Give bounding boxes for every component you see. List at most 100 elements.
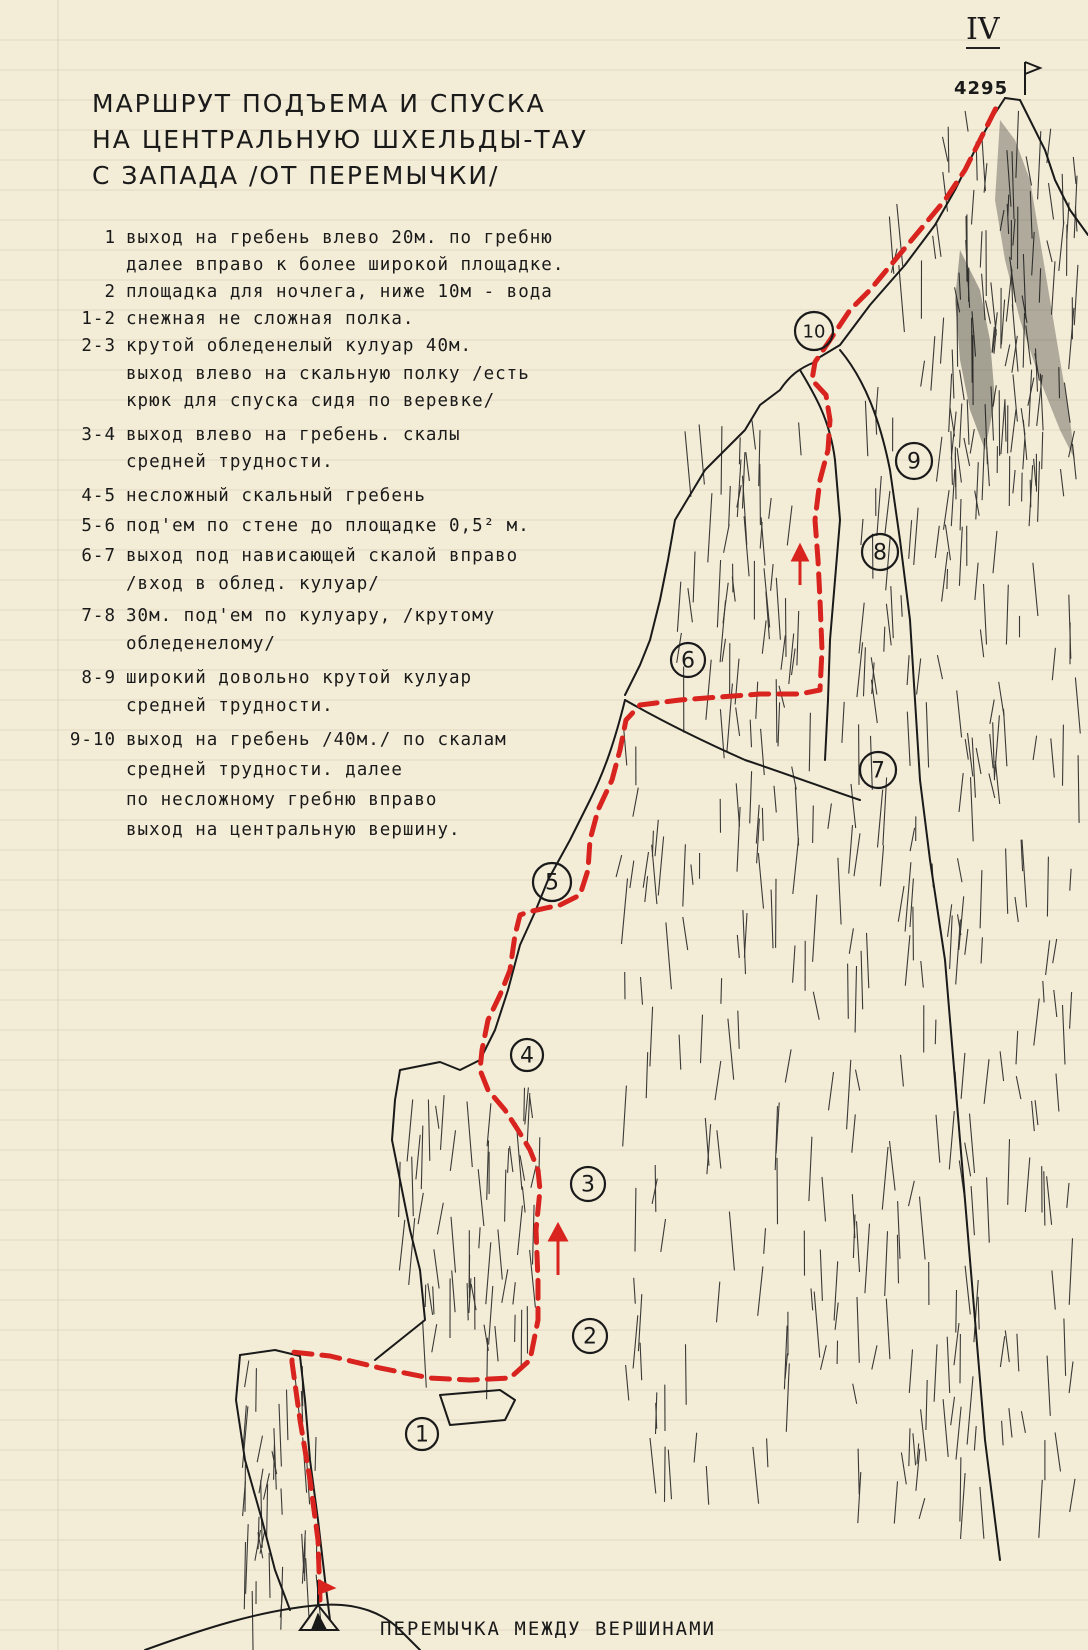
- hatch-stroke: [925, 702, 930, 768]
- hatch-stroke: [1021, 472, 1023, 502]
- hatch-stroke: [1046, 240, 1053, 263]
- legend-text: выход на гребень /40м./ по скалам: [126, 730, 507, 750]
- hatch-stroke: [850, 783, 857, 829]
- hatch-stroke: [784, 598, 787, 657]
- hatch-stroke: [692, 551, 696, 603]
- hatch-stroke: [939, 317, 945, 364]
- hatch-stroke: [970, 1186, 975, 1236]
- hatch-stroke: [1037, 461, 1041, 522]
- hatch-stroke: [1015, 110, 1020, 178]
- waypoint-label: 1: [415, 1423, 429, 1448]
- hatch-stroke: [833, 1261, 839, 1321]
- hatch-stroke: [900, 595, 903, 617]
- hatch-stroke: [864, 1223, 871, 1294]
- hatch-stroke: [959, 1457, 962, 1522]
- hatch-stroke: [773, 785, 777, 813]
- hatch-stroke: [639, 976, 644, 1005]
- route-title: МАРШРУТ ПОДЪЕМА И СПУСКА НА ЦЕНТРАЛЬНУЮ …: [92, 86, 652, 194]
- hatch-stroke: [933, 1344, 938, 1402]
- hatch-stroke: [992, 722, 996, 781]
- hatch-stroke: [678, 1034, 682, 1070]
- hatch-stroke: [1058, 367, 1061, 399]
- hatch-stroke: [736, 484, 742, 508]
- hatch-stroke: [977, 1296, 980, 1330]
- hatch-stroke: [950, 469, 956, 527]
- hatch-stroke: [963, 437, 971, 467]
- hatch-stroke: [876, 475, 882, 537]
- hatch-stroke: [1043, 1171, 1046, 1226]
- hatch-stroke: [888, 216, 895, 274]
- hatch-stroke: [736, 806, 741, 872]
- hatch-stroke: [909, 827, 916, 852]
- hatch-stroke: [931, 863, 934, 888]
- hatch-stroke: [1028, 369, 1033, 427]
- hatch-stroke: [741, 475, 748, 545]
- hatch-stroke: [1069, 868, 1072, 891]
- hatch-stroke: [486, 1140, 490, 1200]
- hatch-stroke: [1005, 848, 1009, 914]
- hatch-stroke: [719, 600, 727, 663]
- hatch-stroke: [798, 422, 802, 456]
- hatch-stroke: [788, 633, 795, 685]
- hatch-stroke: [856, 642, 864, 698]
- hatch-stroke: [1047, 183, 1055, 220]
- hatch-stroke: [1038, 268, 1042, 303]
- hatch-stroke: [639, 1342, 643, 1381]
- hatch-stroke: [969, 777, 974, 842]
- hatch-stroke: [651, 830, 654, 857]
- hatch-stroke: [925, 1379, 928, 1431]
- legend-code: 2-3: [81, 336, 116, 356]
- hatch-stroke: [969, 429, 975, 454]
- hatch-stroke: [1063, 1318, 1067, 1376]
- hatch-stroke: [1011, 335, 1018, 373]
- hatch-stroke: [765, 591, 770, 640]
- hatch-stroke: [420, 1125, 424, 1190]
- hatch-stroke: [707, 493, 713, 563]
- waypoint-marker: 1: [404, 1416, 440, 1452]
- hatch-stroke: [415, 1134, 421, 1180]
- hatch-stroke: [759, 463, 761, 526]
- hatch-stroke: [1031, 1100, 1035, 1132]
- hatch-stroke: [531, 1204, 535, 1265]
- hatch-stroke: [654, 819, 659, 857]
- hatch-stroke: [1033, 458, 1037, 487]
- hatch-stroke: [521, 1186, 526, 1213]
- hatch-stroke: [857, 1448, 860, 1495]
- hatch-stroke: [916, 658, 922, 695]
- hatch-stroke: [869, 735, 873, 790]
- hatch-stroke: [760, 517, 766, 566]
- hatch-stroke: [909, 878, 914, 928]
- hatch-stroke: [950, 411, 957, 460]
- hatch-stroke: [888, 1141, 896, 1191]
- waypoint-label: 4: [520, 1044, 534, 1069]
- col-label: перемычка между вершинами: [380, 1618, 716, 1640]
- hatch-stroke: [862, 647, 866, 697]
- hatch-stroke: [1031, 231, 1035, 276]
- hatch-stroke: [684, 1344, 687, 1405]
- hatch-stroke: [783, 1325, 788, 1390]
- hatch-stroke: [427, 1283, 434, 1315]
- hatch-stroke: [1021, 295, 1028, 323]
- hatch-stroke: [854, 1069, 861, 1091]
- hatch-stroke: [752, 1446, 760, 1504]
- hatch-stroke: [934, 525, 940, 558]
- hatch-stroke: [1014, 896, 1019, 923]
- hatch-stroke: [1004, 344, 1011, 367]
- hatch-stroke: [875, 386, 879, 415]
- legend-text: /вход в облед. кулуар/: [126, 574, 380, 594]
- hatch-stroke: [770, 889, 774, 949]
- hatch-stroke: [965, 216, 968, 282]
- hatch-stroke: [271, 1451, 278, 1475]
- hatch-stroke: [999, 1336, 1006, 1368]
- hatch-stroke: [486, 1337, 489, 1400]
- hatch-stroke: [757, 853, 765, 909]
- hatch-stroke: [860, 950, 864, 1010]
- hatch-stroke: [948, 1111, 955, 1170]
- hatch-stroke: [1058, 221, 1065, 271]
- hatch-stroke: [986, 1177, 990, 1243]
- hatch-stroke: [968, 1113, 976, 1174]
- hatch-stroke: [854, 965, 858, 1033]
- hatch-stroke: [507, 1148, 510, 1173]
- hatch-stroke: [883, 626, 886, 652]
